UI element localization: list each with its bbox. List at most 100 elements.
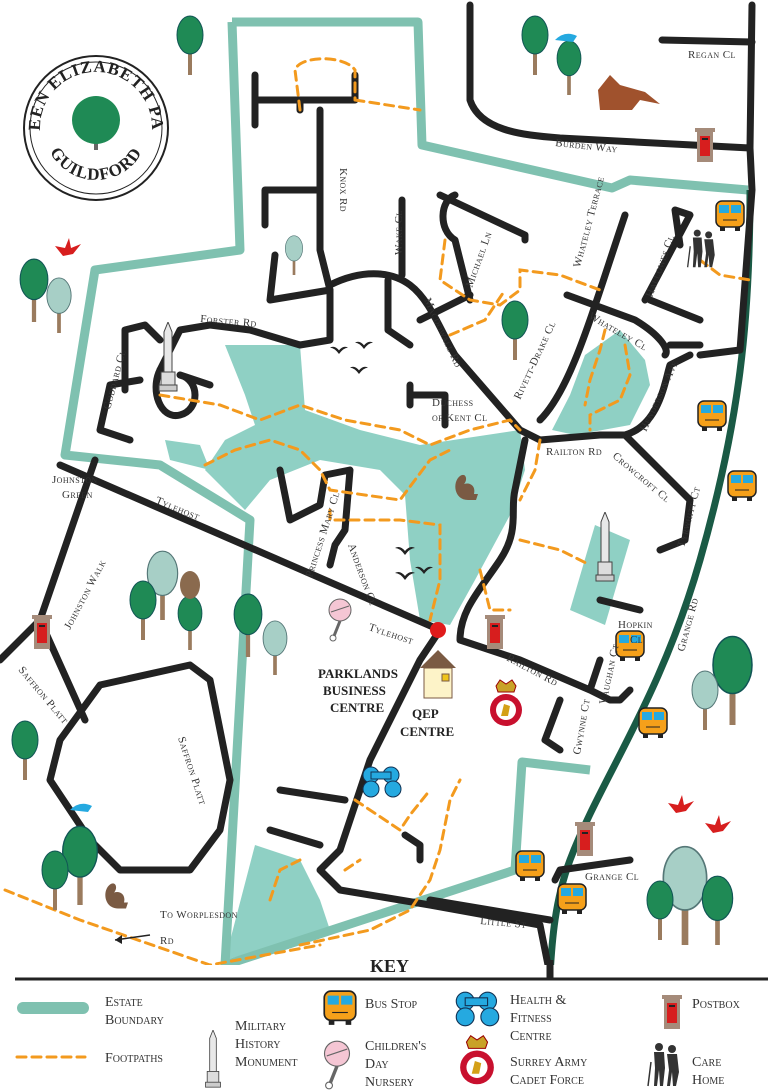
bird-icon	[330, 346, 348, 354]
street-label: Green	[62, 489, 93, 501]
place-label: PARKLANDS	[318, 666, 398, 681]
bus-icon	[323, 990, 357, 1026]
bus-stop-icon	[515, 850, 545, 882]
key-label: Estate	[105, 995, 143, 1010]
tree-icon	[262, 620, 288, 675]
bird-icon	[350, 366, 368, 374]
logo-tree-icon	[72, 96, 120, 144]
bus-stop-icon	[715, 200, 745, 232]
tree-icon	[11, 720, 39, 781]
postbox-icon	[695, 128, 715, 162]
key-label: History	[235, 1037, 281, 1052]
roads	[0, 1, 756, 979]
street-label: Regan Cl	[688, 49, 736, 61]
postbox-icon	[485, 615, 505, 649]
tree-icon	[176, 15, 204, 75]
tree-icon	[41, 850, 69, 910]
street-label: Johnston Walk	[62, 558, 109, 632]
street-label: Princess	[303, 535, 327, 579]
key-label: Health &	[510, 993, 566, 1008]
monument-icon	[158, 322, 178, 392]
fitness-dumbbell-icon	[362, 766, 402, 798]
street-label: Gwynne Ct	[571, 698, 593, 756]
red-bird-icon	[705, 815, 731, 833]
key-label: Home	[692, 1073, 724, 1088]
footpaths	[3, 57, 752, 967]
postbox-icon	[662, 995, 682, 1029]
street-label: Tyrwhitt Ct	[675, 485, 703, 549]
postbox-icon	[575, 822, 595, 856]
arrow-head-icon	[115, 935, 122, 944]
tree-icon	[177, 595, 203, 650]
bus-stop-icon	[697, 400, 727, 432]
street-label-whateley-terrace: Whateley Terrace	[571, 175, 607, 269]
key-label: Postbox	[692, 997, 741, 1012]
street-label: Johnston	[52, 474, 98, 486]
cadet-badge-icon	[489, 679, 523, 727]
logo: QUEEN ELIZABETH PARK GUILDFORD	[0, 0, 169, 201]
place-label: BUSINESS	[323, 683, 386, 698]
street-label: Vaughan Ct	[597, 643, 622, 706]
red-bird-icon	[668, 795, 694, 813]
estate-boundary-west	[60, 21, 591, 970]
key-label: Monument	[235, 1055, 297, 1070]
street-label: Duchess	[432, 397, 473, 409]
squirrel-icon	[105, 883, 128, 909]
key-label: Cadet Force	[510, 1073, 584, 1088]
place-label: CENTRE	[330, 700, 384, 715]
tree-icon	[646, 880, 674, 941]
qep-centre-building-icon	[420, 650, 456, 699]
tree-icon	[46, 277, 72, 334]
tree-icon	[701, 875, 734, 946]
estate-boundary	[232, 17, 749, 195]
red-bird-icon	[55, 238, 81, 256]
street-label: Forster Rd	[200, 313, 257, 330]
bird-icon	[355, 341, 373, 349]
blue-bird-icon	[70, 803, 92, 812]
tree-icon	[284, 235, 304, 275]
bus-stop-icon	[727, 470, 757, 502]
street-label: Cl	[655, 488, 673, 506]
street-label: Michael Ln	[464, 230, 495, 289]
postbox-icon	[32, 615, 52, 649]
nursery-rattle-icon	[328, 598, 352, 642]
street-label: Knox Rd	[337, 168, 349, 212]
key-legend: KEY Estate Boundary Footpaths Military H…	[0, 956, 768, 1091]
key-label: Centre	[510, 1029, 552, 1044]
key-label: Boundary	[105, 1013, 164, 1028]
street-label: Whateley	[571, 218, 595, 269]
fox-icon	[598, 75, 660, 110]
street-label: Cl	[630, 634, 643, 646]
key-label: Care	[692, 1055, 721, 1070]
forster-park	[165, 440, 210, 470]
map-icons	[11, 15, 757, 946]
tree-icon	[129, 580, 157, 640]
bird-icon	[395, 572, 415, 580]
street-label: Saffron Platt	[175, 735, 208, 807]
tree-icon	[556, 40, 582, 95]
tree-icon	[521, 15, 549, 76]
estate-boundary-swatch	[17, 1002, 89, 1014]
south-park	[225, 845, 330, 960]
key-label: Nursery	[365, 1075, 414, 1090]
key-label: Military	[235, 1019, 286, 1034]
street-label: To Worplesdon	[160, 909, 238, 921]
bus-stop-icon	[557, 883, 587, 915]
street-label: Wake Cl	[393, 210, 405, 255]
place-label: CENTRE	[400, 724, 454, 739]
street-label: of Kent Cl	[432, 412, 487, 424]
tree-icon	[712, 635, 753, 726]
whateley-park	[552, 330, 650, 435]
street-label: Little St	[480, 915, 527, 931]
key-label: Footpaths	[105, 1051, 163, 1066]
bus-stop-icon	[638, 707, 668, 739]
blue-bird-icon	[555, 33, 577, 42]
tree-icon	[19, 258, 49, 323]
key-label: Bus Stop	[365, 997, 418, 1012]
key-label: Children's	[365, 1039, 426, 1054]
tree-icon	[691, 670, 719, 730]
tree-icon	[233, 593, 263, 658]
street-label: Crowcroft	[610, 450, 660, 495]
street-label: Grange Cl	[585, 871, 639, 883]
